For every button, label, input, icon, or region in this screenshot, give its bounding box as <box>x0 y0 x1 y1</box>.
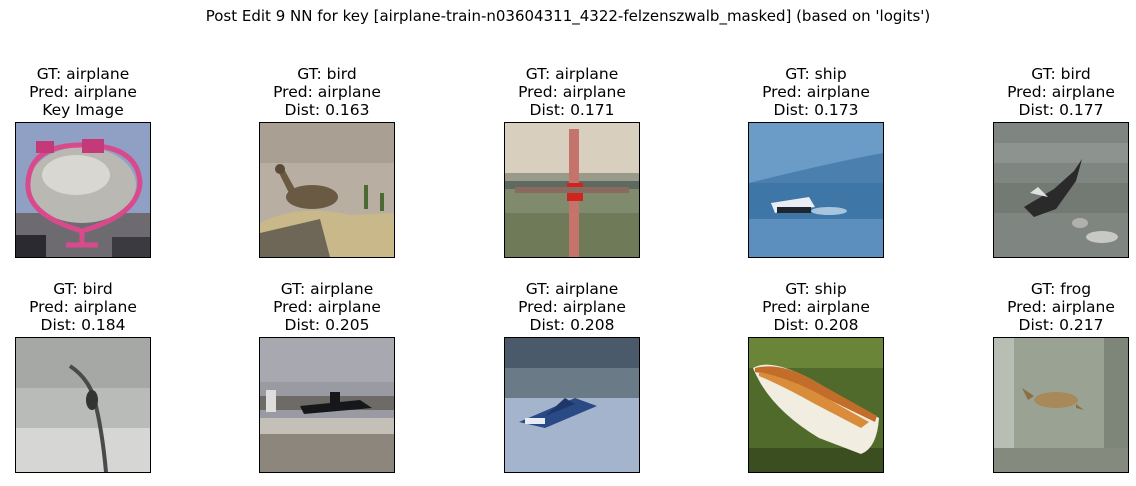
pred-label: Pred: airplane <box>518 83 626 101</box>
pred-label: Pred: airplane <box>273 83 381 101</box>
panel-caption: GT: airplane Pred: airplane Dist: 0.208 <box>464 280 680 334</box>
frog-in-tank-image <box>993 337 1129 473</box>
key-label: Key Image <box>42 101 124 119</box>
panel-caption: GT: airplane Pred: airplane Key Image <box>0 65 191 119</box>
panel-caption: GT: bird Pred: airplane Dist: 0.184 <box>0 280 191 334</box>
panel-caption: GT: bird Pred: airplane Dist: 0.177 <box>953 65 1136 119</box>
panel-caption: GT: airplane Pred: airplane Dist: 0.205 <box>219 280 435 334</box>
pred-label: Pred: airplane <box>1007 83 1115 101</box>
airplane-balloon-image <box>15 122 151 258</box>
gt-label: GT: airplane <box>525 280 619 298</box>
gt-label: GT: airplane <box>525 65 619 83</box>
gt-label: GT: bird <box>297 65 357 83</box>
dist-label: Dist: 0.184 <box>40 316 126 334</box>
gt-label: GT: bird <box>53 280 113 298</box>
dist-label: Dist: 0.217 <box>1018 316 1104 334</box>
pred-label: Pred: airplane <box>762 83 870 101</box>
gt-label: GT: ship <box>785 65 847 83</box>
dist-label: Dist: 0.163 <box>284 101 370 119</box>
dist-label: Dist: 0.205 <box>284 316 370 334</box>
dist-label: Dist: 0.208 <box>529 316 615 334</box>
pred-label: Pred: airplane <box>1007 298 1115 316</box>
panel-caption: GT: frog Pred: airplane Dist: 0.217 <box>953 280 1136 334</box>
pred-label: Pred: airplane <box>518 298 626 316</box>
panel-caption: GT: ship Pred: airplane Dist: 0.208 <box>708 280 924 334</box>
dist-label: Dist: 0.208 <box>773 316 859 334</box>
gt-label: GT: frog <box>1030 280 1092 298</box>
figure-title: Post Edit 9 NN for key [airplane-train-n… <box>205 7 931 25</box>
bird-in-water-image <box>993 122 1129 258</box>
dist-label: Dist: 0.171 <box>529 101 615 119</box>
gt-label: GT: airplane <box>280 280 374 298</box>
pred-label: Pred: airplane <box>29 298 137 316</box>
speedboat-image <box>748 122 884 258</box>
pred-label: Pred: airplane <box>273 298 381 316</box>
panel-caption: GT: airplane Pred: airplane Dist: 0.171 <box>464 65 680 119</box>
dist-label: Dist: 0.173 <box>773 101 859 119</box>
dist-label: Dist: 0.177 <box>1018 101 1104 119</box>
gt-label: GT: bird <box>1031 65 1091 83</box>
pred-label: Pred: airplane <box>762 298 870 316</box>
gt-label: GT: ship <box>785 280 847 298</box>
pred-label: Pred: airplane <box>29 83 137 101</box>
panel-caption: GT: bird Pred: airplane Dist: 0.163 <box>219 65 435 119</box>
bird-on-rock-image <box>259 122 395 258</box>
gt-label: GT: airplane <box>36 65 130 83</box>
blue-airplane-image <box>504 337 640 473</box>
rowboat-image <box>748 337 884 473</box>
panel-caption: GT: ship Pred: airplane Dist: 0.173 <box>708 65 924 119</box>
red-airplane-over-water-image <box>504 122 640 258</box>
bird-on-branch-image <box>15 337 151 473</box>
dark-airplane-on-runway-image <box>259 337 395 473</box>
